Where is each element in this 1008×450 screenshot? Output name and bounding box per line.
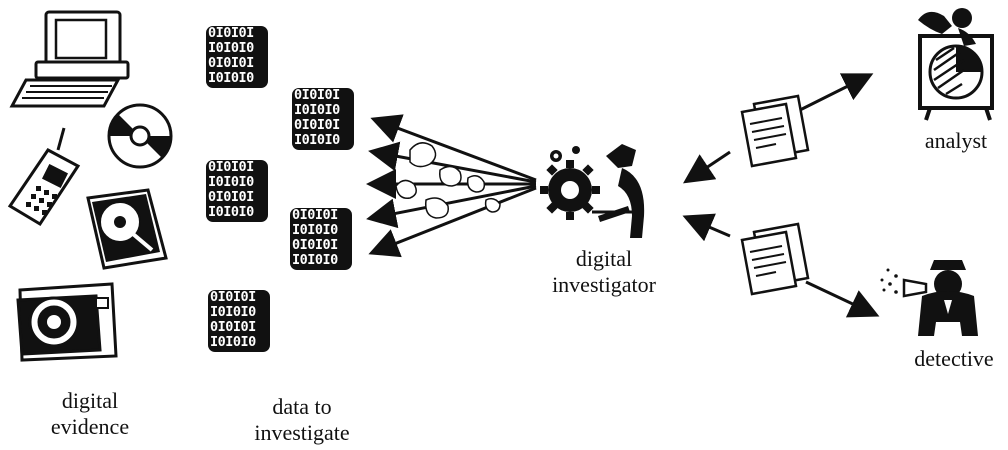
binary-row: I0I0I0 [294,102,340,118]
output-arrows [682,73,880,318]
report-documents-icon [740,222,810,296]
data-label-line-2: investigate [254,420,350,445]
camera-icon [16,282,118,362]
mobile-phone-icon [7,127,81,227]
cd-icon [107,103,173,169]
evidence-label: digital evidence [30,388,150,440]
evidence-label-line-2: evidence [50,414,130,439]
investigator-icon [540,144,645,238]
detective-icon [880,260,978,336]
report-documents-icon [740,94,810,168]
binary-row: 0I0I0I [208,55,254,71]
binary-row: 0I0I0I [210,319,256,335]
investigator-label-line-1: digital [575,246,633,271]
data-label: data to investigate [232,394,372,446]
binary-row: I0I0I0 [208,40,254,56]
data-fragments [395,142,501,219]
binary-row: I0I0I0 [294,132,340,148]
detective-label: detective [914,346,994,371]
data-label-line-1: data to [272,394,332,419]
binary-row: I0I0I0 [292,252,338,268]
binary-row: 0I0I0I [292,208,338,223]
binary-row: 0I0I0I [210,290,256,305]
binary-row: 0I0I0I [208,160,254,175]
binary-row: I0I0I0 [208,204,254,220]
evidence-label-line-1: digital [61,388,119,413]
computer-icon [9,10,130,108]
binary-row: 0I0I0I [208,189,254,205]
binary-row: I0I0I0 [210,334,256,350]
analyst-label: analyst [924,128,988,153]
binary-row: I0I0I0 [210,304,256,320]
hard-disk-icon [86,188,168,270]
binary-row: I0I0I0 [208,70,254,86]
binary-row: I0I0I0 [292,222,338,238]
investigator-label: digital investigator [534,246,674,298]
investigator-label-line-2: investigator [552,272,656,297]
binary-row: I0I0I0 [208,174,254,190]
analyst-icon [918,8,994,121]
binary-row: 0I0I0I [294,117,340,133]
binary-row: 0I0I0I [208,26,254,41]
binary-row: 0I0I0I [294,88,340,103]
binary-row: 0I0I0I [292,237,338,253]
